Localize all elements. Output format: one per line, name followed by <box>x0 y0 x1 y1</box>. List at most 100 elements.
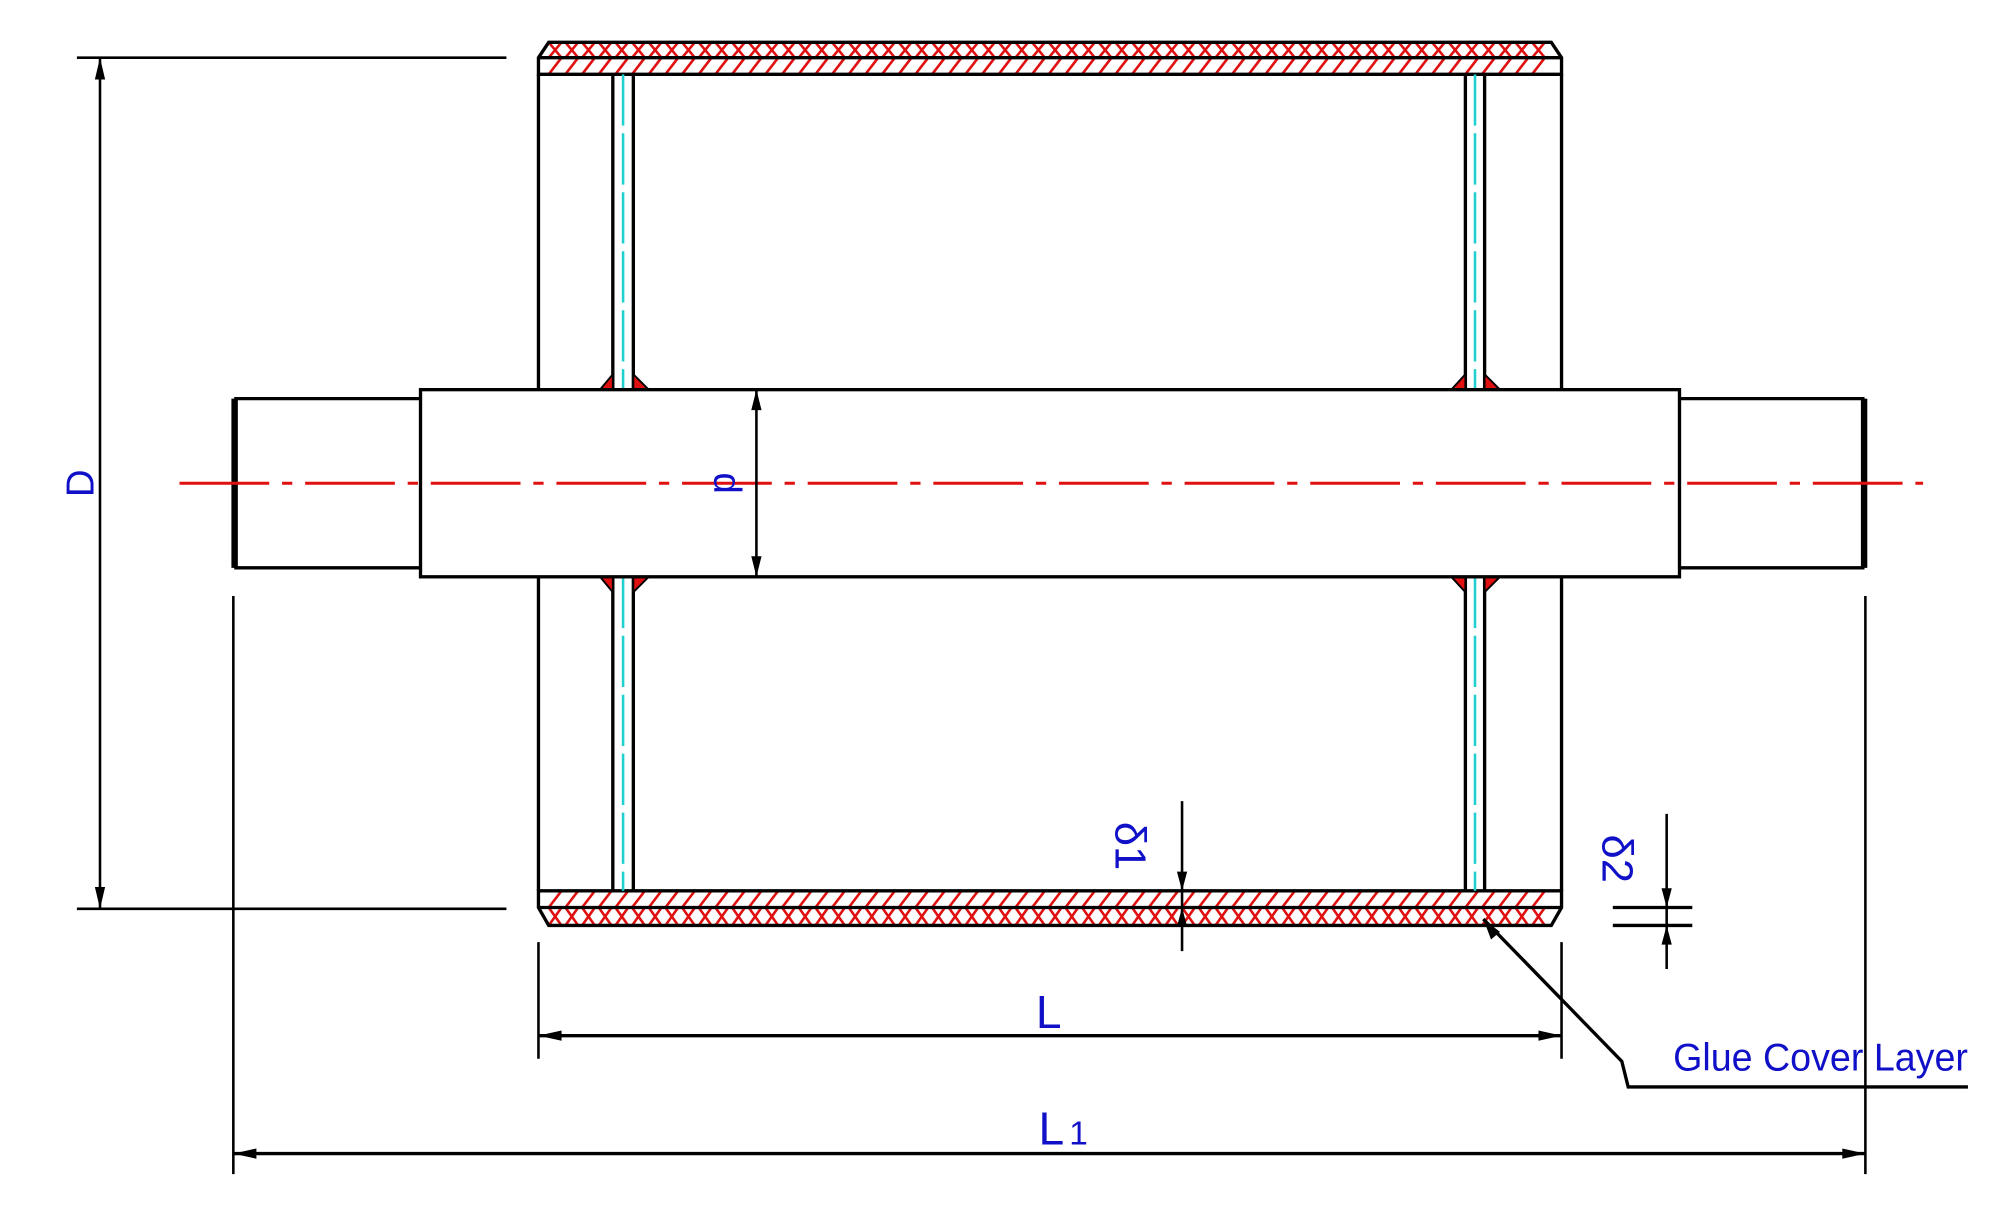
hatch-mark <box>747 41 763 59</box>
hatch-mark <box>614 890 630 909</box>
hatch-mark <box>1014 890 1030 909</box>
hatch-mark <box>1347 906 1363 927</box>
hatch-mark <box>1047 41 1063 59</box>
hatch-mark <box>664 56 680 76</box>
hatch-mark <box>1447 890 1463 909</box>
hatch-mark <box>614 41 630 59</box>
hatch-mark <box>581 56 596 76</box>
hatch-mark <box>1314 56 1330 76</box>
hatch-mark <box>1297 890 1313 909</box>
hatch-mark <box>897 890 913 909</box>
hatch-mark <box>1281 906 1296 927</box>
hatch-mark <box>1331 906 1346 927</box>
hatch-mark <box>731 41 746 59</box>
hatch-mark <box>581 906 596 927</box>
hatch-mark <box>897 41 913 59</box>
hatch-mark <box>914 56 930 76</box>
hatch-mark <box>781 41 796 59</box>
hatch-mark <box>1064 56 1080 76</box>
label-delta1: δ1 <box>1105 822 1153 870</box>
hatch-mark <box>631 906 646 927</box>
hatch-mark <box>1297 56 1313 76</box>
hatch-mark <box>931 906 946 927</box>
hatch-mark <box>714 41 730 59</box>
hatch-mark <box>1364 906 1380 927</box>
hatch-mark <box>797 41 813 59</box>
hatch-mark <box>814 906 830 927</box>
dimension-D: D <box>60 56 507 911</box>
hatch-mark <box>1414 56 1430 76</box>
glue-cover-leader: Glue Cover Layer <box>1482 917 1968 1089</box>
hatch-mark <box>1264 890 1280 909</box>
hatch-mark <box>1414 41 1430 59</box>
hatch-mark <box>747 890 763 909</box>
hatch-mark <box>947 890 963 909</box>
hatch-mark <box>1514 56 1530 76</box>
hatch-mark <box>1314 41 1330 59</box>
hatch-mark <box>847 41 863 59</box>
hatch-mark <box>714 56 730 76</box>
hatch-mark <box>547 41 563 59</box>
hatch-mark <box>1397 890 1413 909</box>
hatch-mark <box>597 906 613 927</box>
hatch-mark <box>1247 41 1263 59</box>
hatch-mark <box>731 890 746 909</box>
hatch-mark <box>1364 890 1380 909</box>
hatch-mark <box>1231 890 1246 909</box>
hatch-mark <box>1097 906 1113 927</box>
label-D: D <box>60 469 103 497</box>
hatch-mark <box>597 41 613 59</box>
hatch-mark <box>747 56 763 76</box>
glue-cover-hatching <box>547 41 1546 927</box>
hatch-mark <box>847 906 863 927</box>
hatch-mark <box>1381 56 1396 76</box>
hatch-mark <box>1331 56 1346 76</box>
hatch-mark <box>1131 906 1146 927</box>
hatch-mark <box>831 41 846 59</box>
hatch-mark <box>1531 41 1546 59</box>
hatch-mark <box>1247 906 1263 927</box>
dimension-delta2: δ2 <box>1593 813 1693 970</box>
hatch-mark <box>1114 906 1130 927</box>
hatch-mark <box>1281 890 1296 909</box>
hatch-mark <box>931 56 946 76</box>
hatch-mark <box>997 890 1013 909</box>
hatch-mark <box>1431 906 1446 927</box>
hatch-mark <box>581 41 596 59</box>
hatch-mark <box>1181 890 1196 909</box>
hatch-mark <box>864 906 880 927</box>
hatch-mark <box>1231 906 1246 927</box>
hatch-mark <box>1397 56 1413 76</box>
hatch-mark <box>1347 41 1363 59</box>
hatch-mark <box>697 906 713 927</box>
hatch-mark <box>997 56 1013 76</box>
hatch-mark <box>1097 56 1113 76</box>
hatch-mark <box>947 906 963 927</box>
hatch-mark <box>1264 906 1280 927</box>
hatch-mark <box>1297 41 1313 59</box>
hatch-mark <box>1114 56 1130 76</box>
hatch-mark <box>1414 906 1430 927</box>
hatch-mark <box>547 56 563 76</box>
hatch-mark <box>1147 890 1163 909</box>
hatch-mark <box>581 890 596 909</box>
hatch-mark <box>1397 906 1413 927</box>
hatch-mark <box>881 906 896 927</box>
hatch-mark <box>1064 906 1080 927</box>
hatch-mark <box>647 906 663 927</box>
hatch-mark <box>614 56 630 76</box>
hatch-mark <box>1531 890 1546 909</box>
hatch-mark <box>1214 906 1230 927</box>
hatch-mark <box>1031 41 1046 59</box>
hatch-mark <box>564 56 580 76</box>
hatch-mark <box>814 41 830 59</box>
hatch-mark <box>697 41 713 59</box>
hatch-mark <box>1214 56 1230 76</box>
dimension-delta1: δ1 <box>1105 801 1188 952</box>
hatch-mark <box>1014 56 1030 76</box>
hatch-mark <box>997 906 1013 927</box>
hatch-mark <box>664 41 680 59</box>
dimension-L: L <box>537 942 1563 1059</box>
hatch-mark <box>1431 41 1446 59</box>
